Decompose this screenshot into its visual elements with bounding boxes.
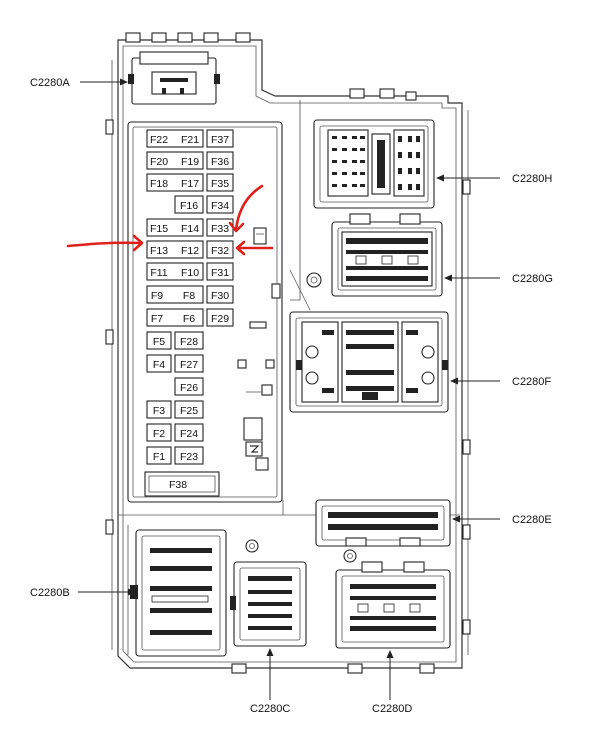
annotation-arrow-left	[66, 241, 142, 248]
fuse-label: F28	[180, 336, 198, 348]
fuse-f13: F13 F12	[146, 240, 204, 259]
fuse-box-housing	[105, 32, 471, 674]
fuse-f11: F11 F10	[146, 262, 204, 281]
fuse-label: F3	[153, 405, 165, 417]
fuse-label: F11	[150, 267, 167, 279]
fuse-label: F32	[211, 245, 229, 257]
label-c2280f: C2280F	[512, 376, 551, 388]
annotation-arrowhead-left	[132, 234, 144, 252]
fuse-label: F14	[181, 223, 199, 235]
label-c2280b: C2280B	[30, 587, 70, 599]
fuse-label: F4	[153, 359, 165, 371]
fuse-label: F31	[211, 267, 229, 279]
fuse-label: F15	[150, 223, 168, 235]
fuse-label: F35	[211, 178, 229, 190]
fuse-f38: F38	[144, 471, 220, 497]
fuse-f24: F24	[174, 423, 204, 442]
fuse-label: F38	[169, 479, 187, 491]
red-annotation-arrows	[66, 184, 274, 256]
label-c2280d: C2280D	[372, 703, 412, 715]
fuse-f5: F5	[146, 331, 172, 350]
fuse-f9: F9 F8	[146, 285, 204, 304]
fuse-label: F9	[151, 290, 163, 302]
fuse-label: F37	[211, 134, 229, 146]
fuse-label: F20	[150, 156, 168, 168]
annotation-arrow-curved	[234, 184, 264, 232]
fuse-label: F21	[181, 134, 199, 146]
fuse-f1: F1	[146, 446, 172, 465]
connector-c2280d	[335, 561, 451, 649]
fuse-label: F22	[150, 134, 168, 146]
fuse-label: F24	[180, 428, 198, 440]
connector-c2280c	[230, 561, 307, 647]
fuse-label: F26	[180, 382, 198, 394]
fuse-label: F7	[151, 313, 163, 325]
fuse-label: F2	[153, 428, 165, 440]
leader-lines	[78, 78, 500, 700]
fuse-label: F23	[180, 451, 198, 463]
connector-c2280a	[128, 51, 220, 105]
fuse-f15: F15 F14	[146, 218, 204, 237]
fuse-f32: F32	[206, 240, 234, 259]
fuse-f30: F30	[206, 285, 234, 304]
fuse-label: F16	[180, 200, 198, 212]
fuse-f28: F28	[174, 331, 204, 350]
annotation-arrowhead-right	[235, 240, 246, 256]
fuse-f25: F25	[174, 400, 204, 419]
fuse-f31: F31	[206, 262, 234, 281]
fuse-label: F8	[183, 290, 195, 302]
annotation-arrowhead-curved	[228, 221, 245, 233]
fuse-label: F27	[180, 359, 198, 371]
label-c2280c: C2280C	[250, 703, 290, 715]
fuse-label: F10	[181, 267, 199, 279]
fuse-f23: F23	[174, 446, 204, 465]
fuse-f29: F29	[206, 308, 234, 327]
connector-c2280b	[130, 529, 259, 657]
fuse-label: F19	[181, 156, 199, 168]
fuse-label: F36	[211, 156, 229, 168]
fuse-label: F18	[150, 178, 168, 190]
connector-c2280e	[315, 499, 451, 563]
connector-c2280h	[313, 119, 435, 209]
fuse-f18: F18 F17	[146, 173, 204, 192]
fuse-f22: F22 F21	[146, 129, 204, 148]
connector-c2280f	[289, 311, 449, 413]
fuse-f3: F3	[146, 400, 172, 419]
label-c2280g: C2280G	[512, 273, 553, 285]
fuse-f7: F7 F6	[146, 308, 204, 327]
fuse-label: F30	[211, 290, 229, 302]
fuse-label: F12	[181, 245, 199, 257]
label-c2280e: C2280E	[512, 514, 552, 526]
fuse-f35: F35	[206, 173, 234, 192]
label-c2280h: C2280H	[512, 173, 552, 185]
fuse-label: F5	[153, 336, 165, 348]
label-c2280a: C2280A	[30, 77, 70, 89]
connector-c2280g	[306, 213, 443, 297]
fuse-f37: F37	[206, 129, 234, 148]
fuse-label: F6	[183, 313, 195, 325]
fuse-f34: F34	[206, 195, 234, 214]
fuse-label: F13	[150, 245, 168, 257]
fuse-f36: F36	[206, 151, 234, 170]
fuse-f20: F20 F19	[146, 151, 204, 170]
fuse-f2: F2	[146, 423, 172, 442]
fuse-label: F34	[211, 200, 229, 212]
fuse-label: F25	[180, 405, 198, 417]
fuse-label: F29	[211, 313, 229, 325]
fuse-f27: F27	[174, 354, 204, 373]
fuse-f26: F26	[174, 377, 204, 396]
fuse-f33: F33	[206, 218, 234, 237]
fuse-label: F33	[211, 223, 229, 235]
fuse-label: F17	[181, 178, 199, 190]
fuse-f4: F4	[146, 354, 172, 373]
fuse-f16: F16	[174, 195, 204, 214]
fuse-label: F1	[153, 451, 165, 463]
